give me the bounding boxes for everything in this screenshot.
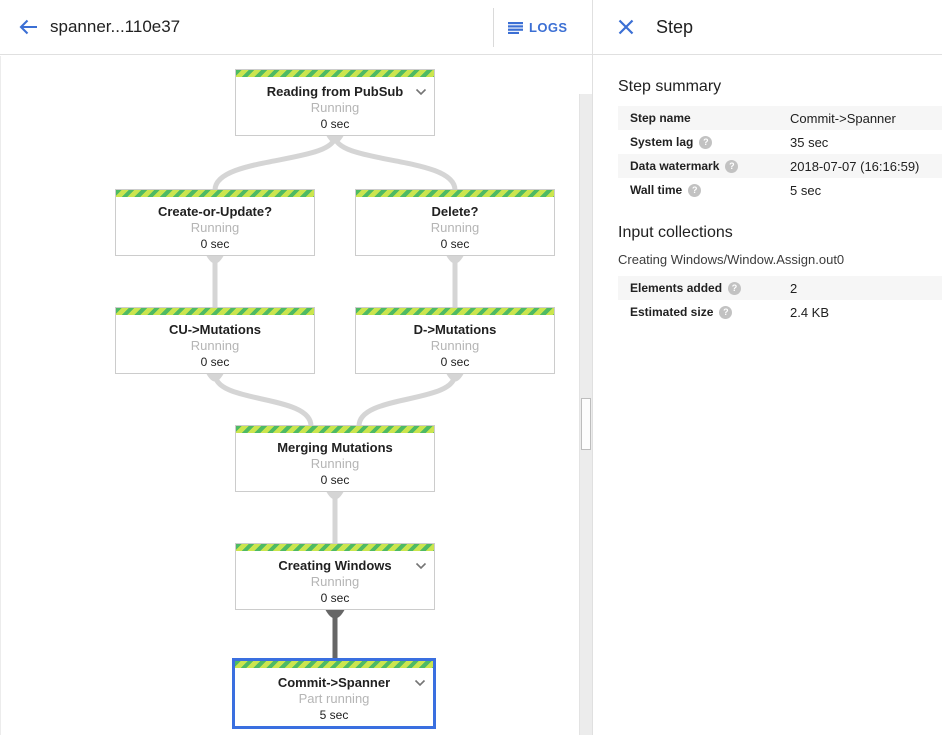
arrow-left-icon [19, 19, 37, 35]
collection-name: Creating Windows/Window.Assign.out0 [618, 252, 845, 267]
table-row: Step name Commit->Spanner [618, 106, 942, 130]
node-title: D->Mutations [413, 322, 497, 337]
node-status: Running [310, 574, 360, 589]
row-value: 2.4 KB [790, 304, 830, 320]
help-icon[interactable]: ? [688, 183, 702, 197]
node-status: Running [190, 220, 240, 235]
table-row: System lag ? 35 sec [618, 130, 942, 154]
graph-edges [206, 135, 464, 659]
node-status: Running [430, 220, 480, 235]
scrollbar-thumb[interactable] [581, 398, 591, 450]
running-stripe [356, 190, 554, 197]
running-stripe [236, 70, 434, 77]
table-row: Data watermark ? 2018-07-07 (16:16:59) [618, 154, 942, 178]
help-icon[interactable]: ? [725, 159, 739, 173]
node-time: 0 sec [320, 591, 350, 605]
node-time: 5 sec [319, 708, 349, 722]
help-icon[interactable]: ? [728, 281, 742, 295]
graph-node-commit-spanner-selected[interactable]: Commit->Spanner Part running 5 sec [232, 658, 436, 729]
running-stripe [236, 544, 434, 551]
running-stripe [235, 661, 433, 668]
chevron-down-icon[interactable] [415, 83, 427, 101]
close-button[interactable] [616, 17, 636, 37]
close-icon [618, 19, 634, 35]
graph-node-reading-from-pubsub[interactable]: Reading from PubSub Running 0 sec [235, 69, 435, 136]
running-stripe [116, 190, 314, 197]
running-stripe [116, 308, 314, 315]
job-graph: Reading from PubSub Running 0 sec Create… [0, 56, 592, 735]
input-collections-table: Elements added ? 2 Estimated size ? 2.4 … [618, 276, 942, 324]
row-value: 35 sec [790, 134, 829, 150]
node-status: Running [310, 100, 360, 115]
graph-header: spanner...110e37 LOGS [0, 0, 592, 55]
help-icon[interactable]: ? [699, 135, 713, 149]
node-title: CU->Mutations [168, 322, 262, 337]
step-summary-table: Step name Commit->Spanner System lag ? 3… [618, 106, 942, 202]
back-button[interactable] [14, 13, 42, 41]
header-separator [493, 8, 494, 47]
input-collections-heading: Input collections [618, 224, 733, 241]
graph-node-d-mutations[interactable]: D->Mutations Running 0 sec [355, 307, 555, 374]
row-label: System lag [630, 135, 694, 149]
node-time: 0 sec [200, 355, 230, 369]
panel-title: Step [656, 16, 694, 37]
chevron-down-icon[interactable] [415, 557, 427, 575]
row-label: Step name [630, 111, 691, 125]
node-status: Running [190, 338, 240, 353]
row-label: Data watermark [630, 159, 720, 173]
step-panel: Step summary Step name Commit->Spanner S… [593, 56, 942, 735]
row-label: Estimated size [630, 305, 714, 319]
node-title: Create-or-Update? [157, 204, 273, 219]
row-label: Wall time [630, 183, 683, 197]
table-row: Elements added ? 2 [618, 276, 942, 300]
graph-node-delete[interactable]: Delete? Running 0 sec [355, 189, 555, 256]
graph-node-creating-windows[interactable]: Creating Windows Running 0 sec [235, 543, 435, 610]
help-icon[interactable]: ? [719, 305, 733, 319]
node-time: 0 sec [320, 117, 350, 131]
logs-list-icon [508, 21, 523, 34]
node-time: 0 sec [200, 237, 230, 251]
logs-button[interactable]: LOGS [508, 0, 567, 55]
node-title: Delete? [431, 204, 479, 219]
node-title: Reading from PubSub [266, 84, 404, 99]
logs-label: LOGS [529, 20, 568, 35]
step-summary-heading: Step summary [618, 78, 722, 95]
step-panel-header: Step [592, 0, 942, 55]
job-title: spanner...110e37 [50, 17, 181, 36]
node-status: Running [430, 338, 480, 353]
row-value: 2 [790, 280, 798, 296]
panel-divider [592, 0, 593, 735]
node-title: Merging Mutations [277, 440, 393, 455]
row-label: Elements added [630, 281, 723, 295]
table-row: Estimated size ? 2.4 KB [618, 300, 942, 324]
running-stripe [236, 426, 434, 433]
graph-node-cu-mutations[interactable]: CU->Mutations Running 0 sec [115, 307, 315, 374]
running-stripe [356, 308, 554, 315]
row-value: Commit->Spanner [790, 110, 896, 126]
node-title: Creating Windows [278, 558, 392, 573]
node-title: Commit->Spanner [277, 675, 391, 690]
row-value: 2018-07-07 (16:16:59) [790, 158, 920, 174]
row-value: 5 sec [790, 182, 822, 198]
chevron-down-icon[interactable] [414, 674, 426, 692]
graph-node-merging-mutations[interactable]: Merging Mutations Running 0 sec [235, 425, 435, 492]
graph-node-create-or-update[interactable]: Create-or-Update? Running 0 sec [115, 189, 315, 256]
table-row: Wall time ? 5 sec [618, 178, 942, 202]
node-time: 0 sec [440, 237, 470, 251]
node-status: Running [310, 456, 360, 471]
scrollbar[interactable] [579, 94, 592, 735]
node-time: 0 sec [320, 473, 350, 487]
node-status: Part running [298, 691, 370, 706]
node-time: 0 sec [440, 355, 470, 369]
